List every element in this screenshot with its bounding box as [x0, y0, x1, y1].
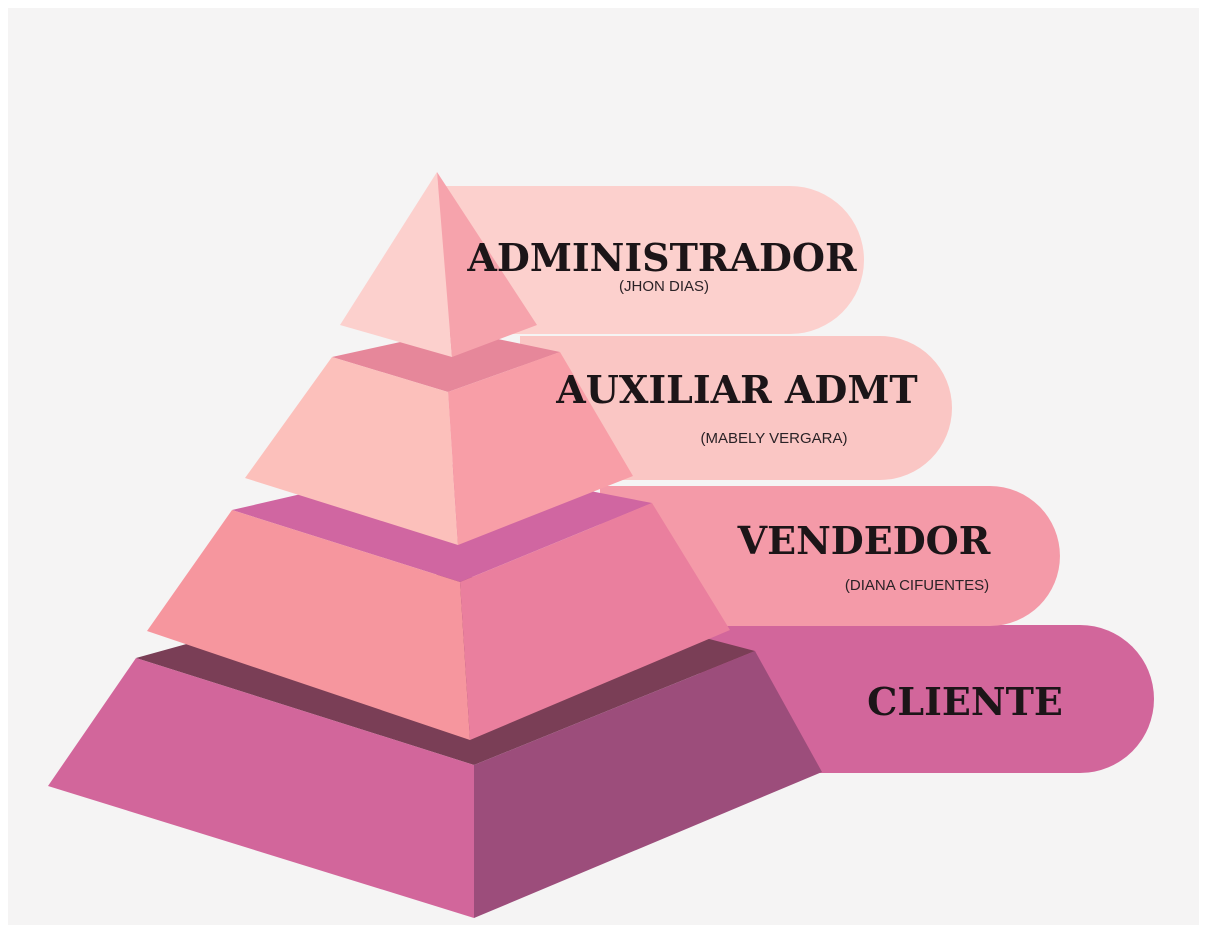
tier-4-right-face [474, 651, 822, 918]
tier-1-right-face [437, 172, 537, 357]
tier-1-role-label: ADMINISTRADOR [466, 235, 857, 280]
tier-2-top-face [332, 330, 560, 392]
tier-4-role-label: CLIENTE [867, 679, 1063, 724]
tier-1-left-face [340, 172, 452, 357]
banner-tier-3 [600, 486, 1060, 626]
tier-3-right-face [460, 503, 730, 740]
tier-3-left-face [147, 510, 470, 740]
tier-2-right-face [448, 352, 633, 545]
tier-2-role-label: AUXILIAR ADMT [555, 367, 917, 412]
banner-tier-1 [430, 186, 864, 334]
tier-2-left-face [245, 357, 458, 545]
banner-tier-4 [700, 625, 1154, 773]
banner-tier-2 [520, 336, 952, 480]
tier-2-person-name: (MABELY VERGARA) [701, 430, 848, 447]
tier-3-person-name: (DIANA CIFUENTES) [845, 577, 989, 594]
tier-1-person-name: (JHON DIAS) [619, 278, 709, 295]
tier-4-left-face [48, 658, 474, 918]
tier-3-role-label: VENDEDOR [737, 518, 991, 563]
